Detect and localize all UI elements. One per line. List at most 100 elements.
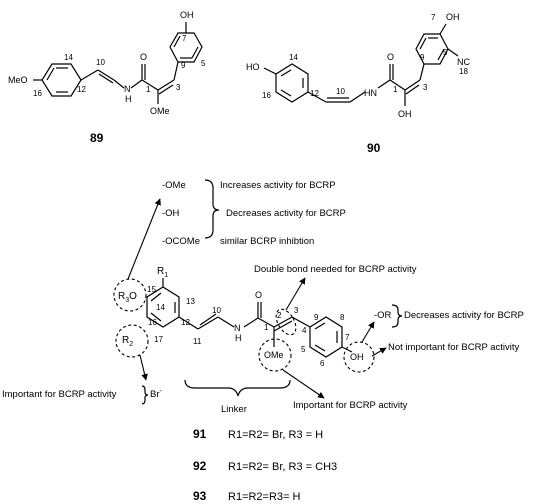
c90-oh-bottom: OH (398, 109, 412, 119)
c89-pos-16: 16 (33, 89, 42, 98)
c89-pos-10: 10 (96, 58, 105, 67)
c90-pos-18: 18 (459, 67, 468, 76)
r3o-group-ome: -OMe (162, 180, 186, 191)
core-o: O (255, 290, 262, 300)
core-h: H (235, 333, 242, 343)
ome-note: Important for BCRP activity (293, 400, 408, 411)
or-brace (391, 304, 403, 328)
c89-o: O (140, 52, 147, 62)
r2-arrow (139, 354, 148, 381)
c90-ho: HO (246, 62, 260, 72)
c90-pos-9: 9 (420, 53, 425, 62)
r2-note: Important for BCRP activity (2, 389, 117, 400)
r2-highlight (115, 324, 149, 358)
core-pos-3: 3 (294, 306, 299, 315)
r3o-effect-ocome: similar BCRP inhibtion (220, 236, 314, 247)
core-pos-15: 15 (147, 285, 156, 294)
c89-pos-7: 7 (182, 34, 187, 43)
c89-ome: OMe (150, 106, 170, 116)
c90-pos-14: 14 (289, 53, 298, 62)
c89-meo: MeO (8, 75, 28, 85)
c89-pos-3: 3 (176, 83, 181, 92)
core-pos-9: 9 (314, 313, 319, 322)
r2-brace (141, 385, 149, 405)
c90-pos-7: 7 (431, 13, 436, 22)
or-group: -OR (374, 310, 392, 321)
oh-arrow (371, 347, 387, 357)
core-pos-17: 17 (154, 335, 163, 344)
ome-highlight (258, 338, 292, 372)
double-bond-arrow (285, 277, 306, 311)
r3o-effect-ome: Increases activity for BCRP (220, 180, 336, 191)
r3o-highlight (113, 278, 147, 312)
core-pos-7: 7 (345, 333, 350, 342)
compound-93-number: 93 (193, 489, 207, 503)
core-r2: R2 (122, 335, 133, 348)
ome-arrow (282, 369, 325, 399)
compound-91-formula: R1=R2= Br, R3 = H (228, 429, 323, 441)
c90-pos-5: 5 (443, 48, 448, 57)
c89-number: 89 (90, 131, 104, 145)
linker-brace (184, 379, 291, 397)
core-pos-11: 11 (193, 337, 202, 346)
c90-pos-10: 10 (336, 87, 345, 96)
c89-h: H (125, 94, 132, 104)
core-pos-12: 12 (181, 318, 190, 327)
c89-pos-5: 5 (201, 59, 206, 68)
c89-pos-14: 14 (64, 53, 73, 62)
r2-group: Br- (150, 388, 163, 400)
r3o-arrow (127, 198, 161, 280)
compound-89-atoms: OH MeO O N H OMe 14 12 10 16 1 3 9 7 5 8… (8, 10, 206, 145)
core-pos-6: 6 (320, 359, 325, 368)
c89-pos-1: 1 (146, 85, 151, 94)
c90-pos-12: 12 (310, 89, 319, 98)
compound-list: 91 R1=R2= Br, R3 = H 92 R1=R2= Br, R3 = … (193, 427, 337, 503)
core-pos-8: 8 (340, 313, 345, 322)
c90-o: O (387, 52, 394, 62)
r3o-effect-oh: Decreases activity for BCRP (226, 208, 346, 219)
compound-89-structure (33, 22, 203, 104)
c90-number: 90 (367, 141, 381, 155)
core-pos-14: 14 (156, 303, 165, 312)
c89-pos-9: 9 (181, 61, 186, 70)
core-pos-5: 5 (301, 345, 306, 354)
c90-nc: NC (457, 57, 470, 67)
core-r3o: R3O (118, 291, 137, 304)
c90-pos-3: 3 (423, 83, 428, 92)
core-pos-13: 13 (186, 297, 195, 306)
core-pos-2: 2 (277, 311, 282, 320)
compound-92-number: 92 (193, 459, 207, 473)
c90-hn: HN (364, 88, 377, 98)
c89-oh: OH (180, 10, 194, 20)
linker-label: Linker (221, 404, 247, 415)
core-n: N (234, 323, 241, 333)
sar-core-atoms: R1 R3O R2 O N H OMe OH 15 14 13 16 17 12… (118, 266, 364, 368)
c90-oh-top: OH (446, 12, 460, 22)
compound-90-structure (263, 23, 459, 106)
compound-93-formula: R1=R2=R3= H (228, 491, 301, 503)
c89-n: N (124, 84, 131, 94)
or-effect: Decreases activity for BCRP (404, 310, 524, 321)
oh-highlight (343, 341, 375, 373)
core-ome: OMe (264, 350, 284, 360)
compound-90-atoms: OH HO O HN OH NC 7 9 5 14 12 10 16 1 3 1… (246, 12, 470, 155)
core-pos-10: 10 (212, 306, 221, 315)
core-pos-1: 1 (264, 323, 269, 332)
sar-core-structure (146, 278, 353, 358)
core-pos-16: 16 (148, 318, 157, 327)
c90-pos-16: 16 (262, 91, 271, 100)
compound-91-number: 91 (193, 427, 207, 441)
core-oh: OH (350, 352, 364, 362)
or-arrow (361, 321, 375, 343)
core-pos-4: 4 (302, 326, 307, 335)
core-r1: R1 (157, 266, 168, 279)
c89-pos-12: 12 (77, 85, 86, 94)
double-bond-highlight (275, 308, 297, 336)
compound-92-formula: R1=R2= Br, R3 = CH3 (228, 461, 337, 473)
double-bond-note: Double bond needed for BCRP activity (254, 264, 417, 275)
r3o-group-ocome: -OCOMe (162, 236, 200, 247)
c90-pos-1: 1 (393, 85, 398, 94)
r3o-brace (204, 179, 220, 239)
r3o-group-oh: -OH (162, 208, 180, 219)
